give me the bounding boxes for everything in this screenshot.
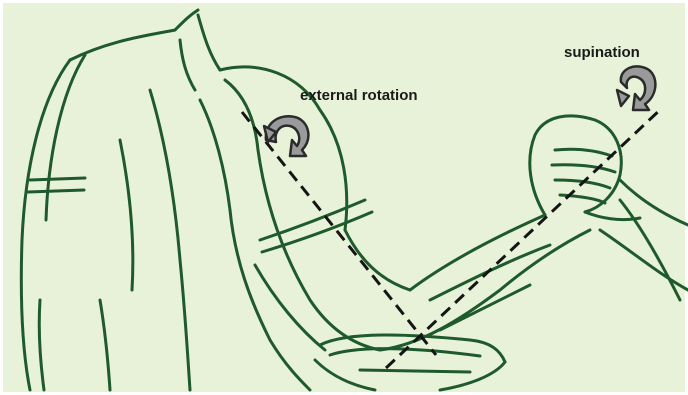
supination-label: supination (564, 44, 640, 61)
external-rotation-label: external rotation (300, 87, 418, 104)
